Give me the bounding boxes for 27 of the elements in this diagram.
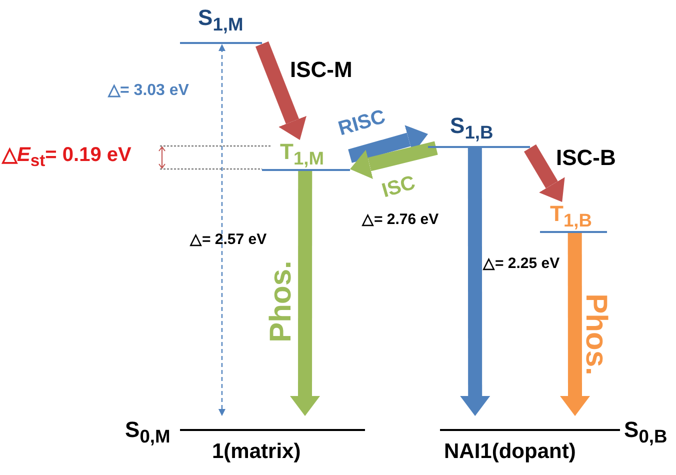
level-label: S$_{0,M}$ — [125, 418, 170, 447]
level-label: S$_{1,B}$ — [450, 114, 494, 143]
arrow — [350, 141, 438, 179]
arrow — [560, 233, 590, 416]
edge-label: ISC-B — [556, 146, 616, 170]
energy-label: △= 2.57 eV — [190, 232, 267, 248]
edge-label: ISC — [380, 172, 418, 202]
arrow — [255, 41, 306, 140]
level-label: T$_{1,M}$ — [280, 140, 324, 169]
edge-label: ISC-M — [290, 58, 352, 82]
arrow — [460, 148, 490, 416]
arrow — [290, 171, 320, 416]
edge-label: Phos. — [579, 294, 612, 376]
arrow — [524, 144, 565, 202]
level-label: S$_{1,M}$ — [198, 6, 244, 35]
arrow — [348, 125, 428, 163]
energy-gap-label: △E$_{st}$= 0.19 eV — [2, 144, 132, 170]
energy-label: △= 2.25 eV — [483, 256, 560, 272]
material-label: NAI1(dopant) — [444, 440, 576, 464]
edge-label: RISC — [336, 106, 388, 140]
level-label: S$_{0,B}$ — [624, 418, 668, 447]
level-label: T$_{1,B}$ — [550, 202, 592, 231]
edge-label: △= 3.03 eV — [108, 82, 189, 100]
edge-label: Phos. — [264, 260, 298, 342]
energy-label: △= 2.76 eV — [362, 212, 439, 228]
arrow — [218, 44, 226, 416]
material-label: 1(matrix) — [212, 440, 301, 464]
